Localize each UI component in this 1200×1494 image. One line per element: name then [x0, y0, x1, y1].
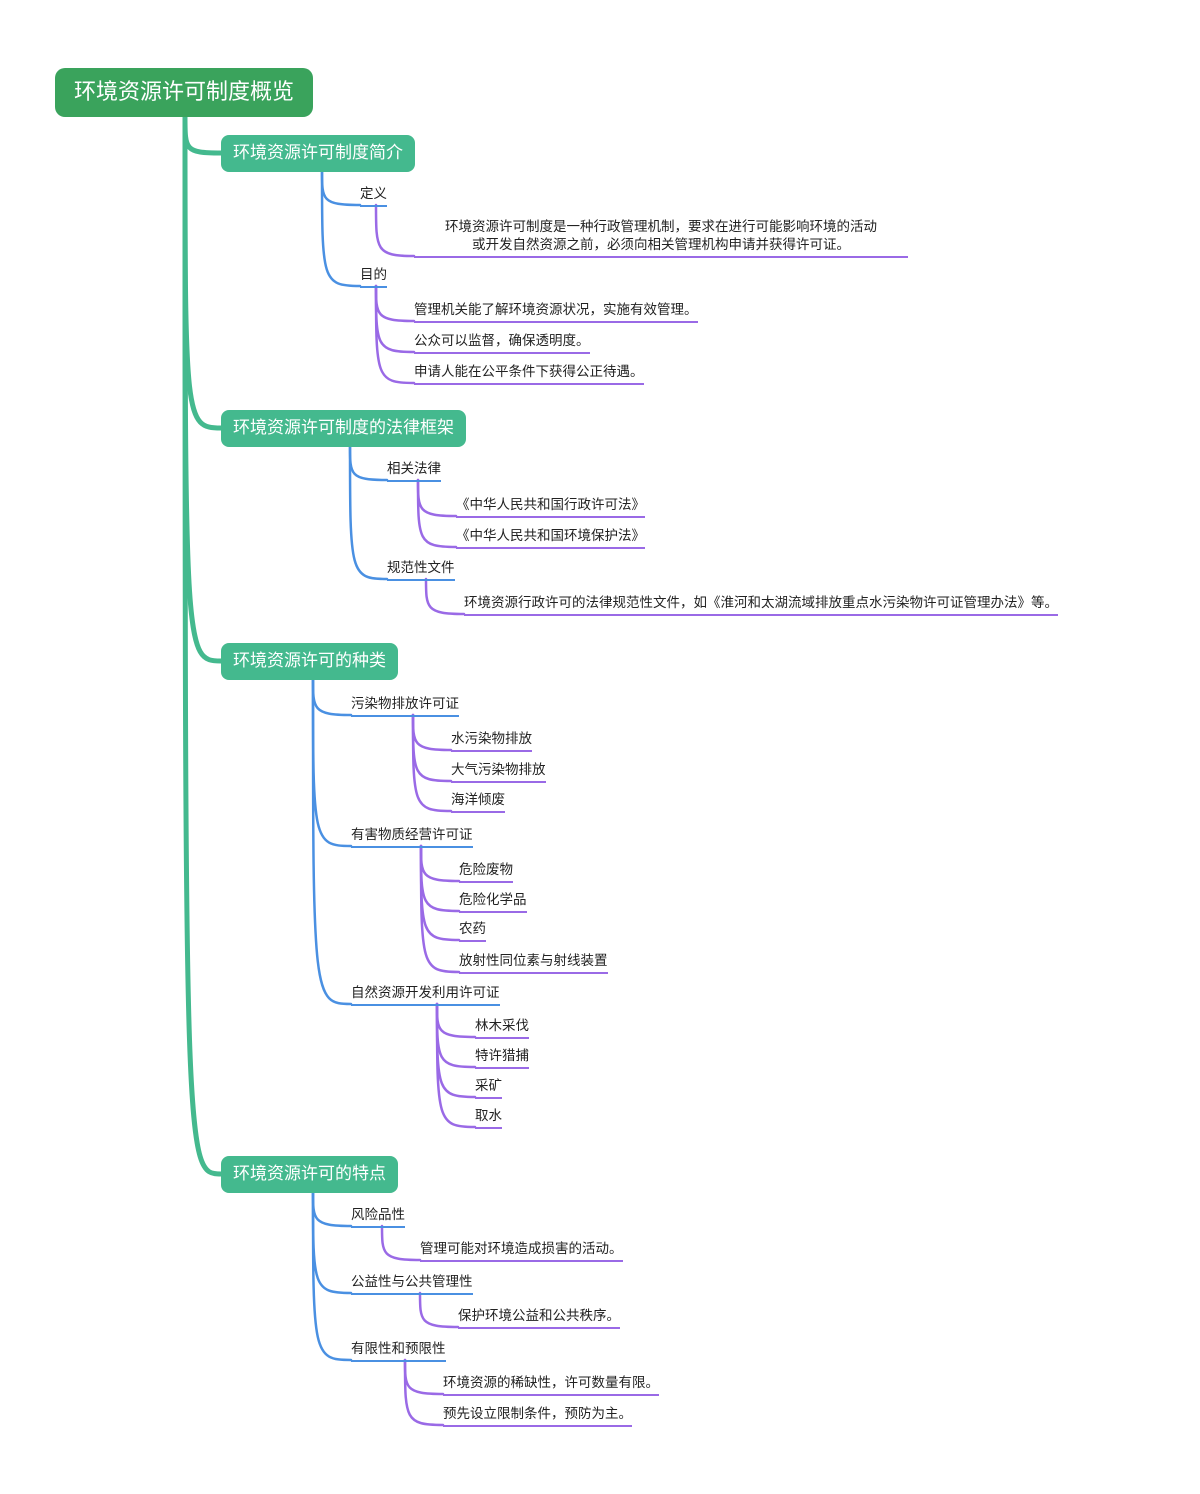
item-definition-text[interactable]: 环境资源许可制度是一种行政管理机制，要求在进行可能影响环境的活动 或开发自然资源… [414, 218, 908, 258]
item-purpose-transparency[interactable]: 公众可以监督，确保透明度。 [414, 332, 590, 354]
subtopic-risk[interactable]: 风险品性 [351, 1206, 405, 1228]
branch-legal-framework[interactable]: 环境资源许可制度的法律框架 [221, 410, 466, 447]
subtopic-purpose[interactable]: 目的 [360, 266, 387, 288]
item-water-pollutant[interactable]: 水污染物排放 [451, 730, 532, 752]
subtopic-hazardous-permit[interactable]: 有害物质经营许可证 [351, 826, 473, 848]
item-air-pollutant[interactable]: 大气污染物排放 [451, 761, 546, 783]
item-purpose-fairness[interactable]: 申请人能在公平条件下获得公正待遇。 [414, 363, 644, 385]
subtopic-related-laws[interactable]: 相关法律 [387, 460, 441, 482]
item-scarcity[interactable]: 环境资源的稀缺性，许可数量有限。 [443, 1374, 659, 1396]
item-law-env-protection[interactable]: 《中华人民共和国环境保护法》 [456, 527, 645, 549]
item-hazardous-waste[interactable]: 危险废物 [459, 861, 513, 883]
item-ocean-dumping[interactable]: 海洋倾废 [451, 791, 505, 813]
subtopic-public-interest[interactable]: 公益性与公共管理性 [351, 1273, 473, 1295]
item-definition-line-1: 环境资源许可制度是一种行政管理机制，要求在进行可能影响环境的活动 [445, 219, 877, 235]
item-logging[interactable]: 林木采伐 [475, 1017, 529, 1039]
item-pesticides[interactable]: 农药 [459, 920, 486, 942]
subtopic-definition[interactable]: 定义 [360, 185, 387, 207]
item-prevention[interactable]: 预先设立限制条件，预防为主。 [443, 1405, 632, 1427]
subtopic-pollutant-permit[interactable]: 污染物排放许可证 [351, 695, 459, 717]
root-topic[interactable]: 环境资源许可制度概览 [55, 68, 313, 117]
item-risk-text[interactable]: 管理可能对环境造成损害的活动。 [420, 1240, 623, 1262]
item-water-intake[interactable]: 取水 [475, 1107, 502, 1129]
branch-characteristics[interactable]: 环境资源许可的特点 [221, 1156, 398, 1193]
item-hazardous-chemicals[interactable]: 危险化学品 [459, 891, 527, 913]
item-public-interest-text[interactable]: 保护环境公益和公共秩序。 [458, 1307, 620, 1329]
item-hunting[interactable]: 特许猎捕 [475, 1047, 529, 1069]
branch-introduction[interactable]: 环境资源许可制度简介 [221, 135, 415, 172]
subtopic-limitation[interactable]: 有限性和预限性 [351, 1340, 446, 1362]
item-radioactive[interactable]: 放射性同位素与射线装置 [459, 952, 608, 974]
item-law-admin-licensing[interactable]: 《中华人民共和国行政许可法》 [456, 496, 645, 518]
item-mining[interactable]: 采矿 [475, 1077, 502, 1099]
item-normative-doc-text[interactable]: 环境资源行政许可的法律规范性文件，如《淮河和太湖流域排放重点水污染物许可证管理办… [464, 594, 1058, 616]
subtopic-natural-resource-permit[interactable]: 自然资源开发利用许可证 [351, 984, 500, 1006]
subtopic-normative-docs[interactable]: 规范性文件 [387, 559, 455, 581]
item-definition-line-2: 或开发自然资源之前，必须向相关管理机构申请并获得许可证。 [472, 237, 850, 253]
branch-license-types[interactable]: 环境资源许可的种类 [221, 643, 398, 680]
item-purpose-management[interactable]: 管理机关能了解环境资源状况，实施有效管理。 [414, 301, 698, 323]
